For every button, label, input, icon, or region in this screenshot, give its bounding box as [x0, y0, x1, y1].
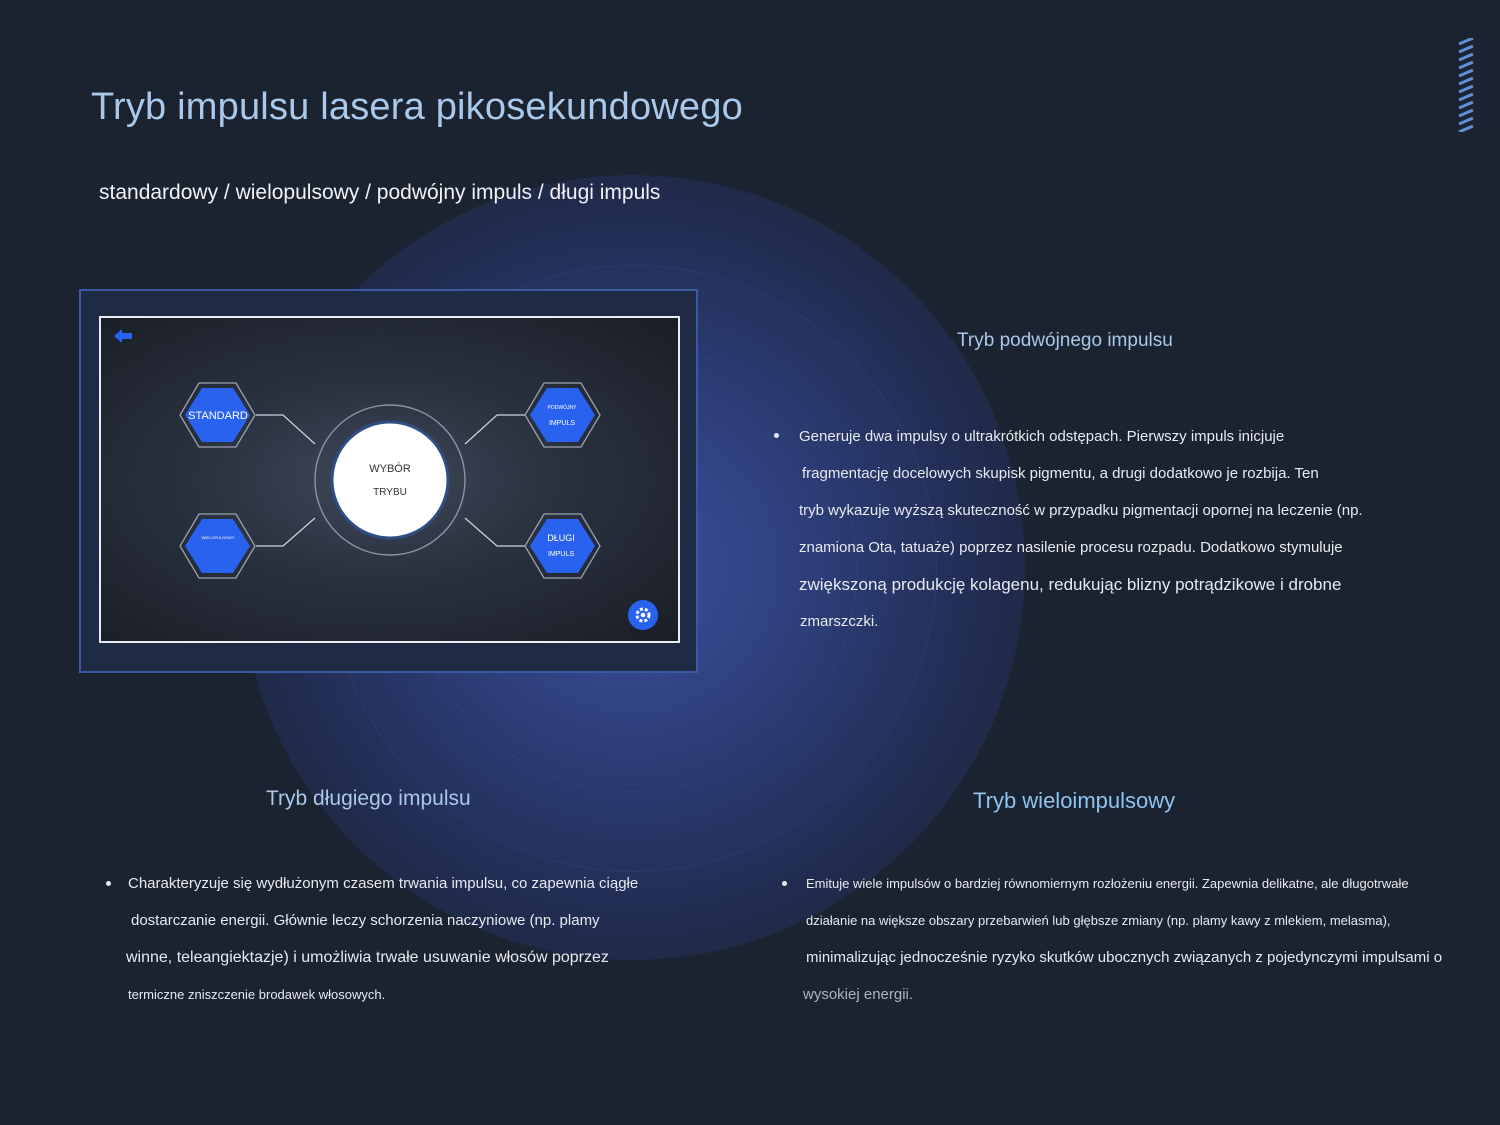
- bullet-icon: [782, 881, 787, 886]
- double-pulse-label-line2: IMPULS: [549, 420, 575, 427]
- text-line: tryb wykazuje wyższą skuteczność w przyp…: [799, 502, 1363, 519]
- text-line: Charakteryzuje się wydłużonym czasem trw…: [128, 875, 639, 892]
- page-title: Tryb impulsu lasera pikosekundowego: [91, 86, 743, 128]
- double-pulse-description: Generuje dwa impulsy o ultrakrótkich ods…: [799, 418, 1363, 640]
- long-pulse-label-line1: DŁUGI: [547, 533, 575, 543]
- text-line: zmarszczki.: [800, 613, 879, 630]
- text-line: fragmentację docelowych skupisk pigmentu…: [802, 465, 1319, 482]
- text-line: Emituje wiele impulsów o bardziej równom…: [806, 876, 1409, 891]
- text-line: zwiększoną produkcję kolagenu, redukując…: [799, 575, 1342, 594]
- text-line: dostarczanie energii. Głównie leczy scho…: [131, 912, 600, 929]
- text-line: wysokiej energii.: [803, 986, 914, 1003]
- decorative-stripes-icon: [1458, 38, 1474, 132]
- text-line: termiczne zniszczenie brodawek włosowych…: [128, 987, 386, 1002]
- long-pulse-label-line2: IMPULS: [548, 551, 574, 558]
- bullet-icon: [774, 433, 779, 438]
- text-line: winne, teleangiektazje) i umożliwia trwa…: [126, 949, 609, 966]
- standard-mode-button[interactable]: STANDARD: [179, 382, 256, 448]
- page-subtitle: standardowy / wielopulsowy / podwójny im…: [99, 181, 661, 204]
- bullet-icon: [106, 881, 111, 886]
- long-pulse-heading: Tryb długiego impulsu: [266, 787, 471, 810]
- double-pulse-mode-button[interactable]: PODWÓJNY IMPULS: [524, 382, 601, 448]
- back-arrow-icon[interactable]: [114, 329, 132, 343]
- multi-pulse-description: Emituje wiele impulsów o bardziej równom…: [803, 865, 1443, 1013]
- device-screen: WYBÓR TRYBU STANDARD WIELOPULSOWY PODWÓJ…: [99, 316, 680, 643]
- text-line: znamiona Ota, tatuaże) poprzez nasilenie…: [799, 539, 1343, 556]
- multi-pulse-heading: Tryb wieloimpulsowy: [973, 788, 1176, 813]
- standard-label: STANDARD: [188, 410, 248, 422]
- long-pulse-mode-button[interactable]: DŁUGI IMPULS: [524, 513, 601, 579]
- long-pulse-description: Charakteryzuje się wydłużonym czasem trw…: [126, 865, 639, 1013]
- text-line: minimalizując jednocześnie ryzyko skutkó…: [806, 949, 1443, 966]
- center-label-line2: TRYBU: [373, 487, 407, 498]
- text-line: działanie na większe obszary przebarwień…: [806, 913, 1391, 928]
- mode-select-center[interactable]: WYBÓR TRYBU: [314, 404, 466, 556]
- gear-icon[interactable]: [628, 600, 658, 630]
- center-label-line1: WYBÓR: [369, 462, 411, 475]
- double-pulse-heading: Tryb podwójnego impulsu: [957, 330, 1173, 351]
- text-line: Generuje dwa impulsy o ultrakrótkich ods…: [799, 428, 1285, 445]
- multi-pulse-mode-button[interactable]: WIELOPULSOWY: [179, 513, 256, 579]
- multi-pulse-label: WIELOPULSOWY: [202, 535, 235, 540]
- double-pulse-label-line1: PODWÓJNY: [548, 404, 578, 411]
